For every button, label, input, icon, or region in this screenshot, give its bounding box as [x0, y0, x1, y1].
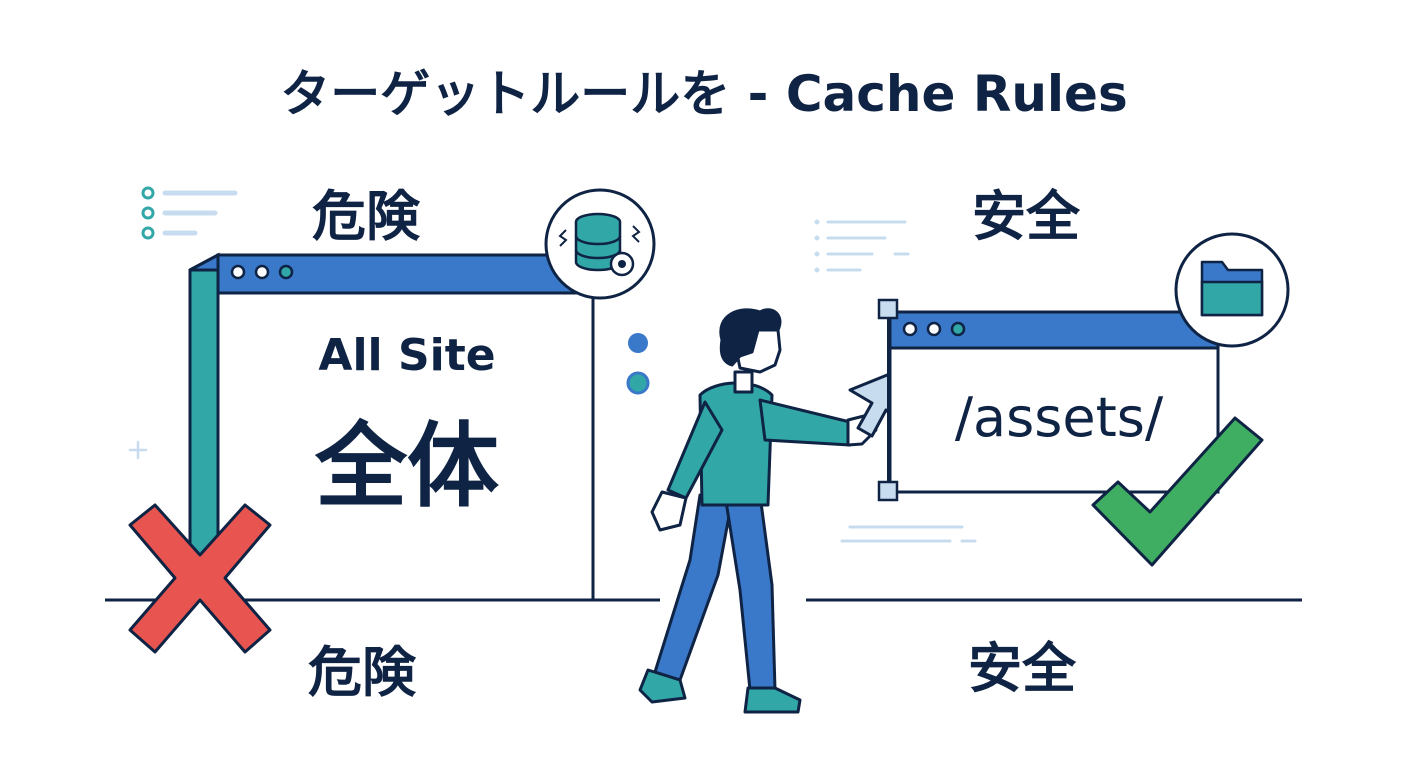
plus-icon [128, 440, 148, 460]
folder-icon [1174, 232, 1290, 348]
decor-list-right [814, 219, 910, 273]
window-text-all-site: All Site [318, 330, 496, 381]
page-title: ターゲットルールを - Cache Rules [280, 65, 1128, 123]
red-x-icon [128, 503, 272, 654]
label-safe-top: 安全 [972, 185, 1080, 248]
right-window [877, 298, 1220, 502]
decor-dot-blue [628, 333, 648, 353]
database-gear-icon [544, 188, 656, 300]
decor-lines-under-right [840, 525, 977, 543]
window-text-assets: /assets/ [954, 386, 1164, 449]
person-figure [638, 308, 878, 714]
left-window [188, 252, 595, 602]
decor-list-left [141, 186, 238, 240]
label-danger-top: 危険 [312, 185, 420, 248]
decor-dot-teal [626, 371, 650, 395]
window-text-zentai: 全体 [314, 413, 499, 520]
green-check-icon [1091, 416, 1264, 567]
label-safe-bottom: 安全 [968, 637, 1076, 700]
label-danger-bottom: 危険 [308, 641, 416, 704]
